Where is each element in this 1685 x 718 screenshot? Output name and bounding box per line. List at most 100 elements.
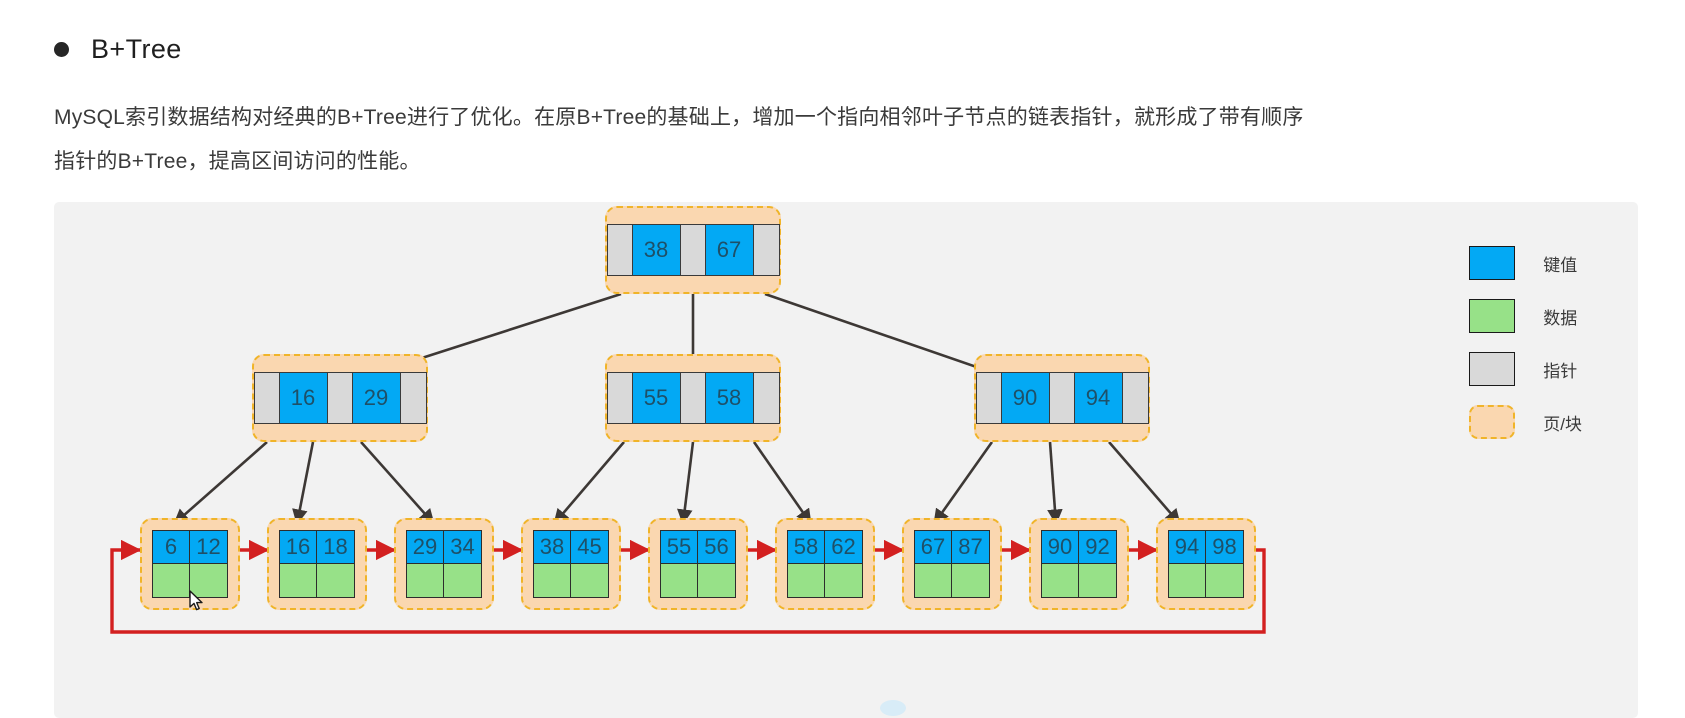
root-node-page: 38 67 xyxy=(605,206,781,294)
legend-item-data: 数据 xyxy=(1469,299,1582,333)
leaf-node-page-4: 38 45 xyxy=(521,518,621,610)
leaf-2-key-1: 18 xyxy=(317,531,354,564)
page-title: B+Tree xyxy=(91,34,182,64)
leaf-8-key-0: 90 xyxy=(1042,531,1079,564)
internal-1-pointer-0 xyxy=(254,373,280,423)
root-cell-key-67: 67 xyxy=(705,225,754,275)
leaf-8-grid: 90 92 xyxy=(1041,530,1117,598)
leaf-2-data-0 xyxy=(280,564,317,597)
leaf-2-key-0: 16 xyxy=(280,531,317,564)
internal-3-pointer-0 xyxy=(976,373,1002,423)
root-cell-pointer-2 xyxy=(753,225,779,275)
leaf-8-data-0 xyxy=(1042,564,1079,597)
background-artifact xyxy=(880,700,906,716)
internal-1-pointer-1 xyxy=(327,373,353,423)
leaf-6-grid: 58 62 xyxy=(787,530,863,598)
root-cell-pointer-0 xyxy=(607,225,633,275)
leaf-7-data-0 xyxy=(915,564,952,597)
legend-label-data: 数据 xyxy=(1543,308,1578,328)
leaf-3-grid: 29 34 xyxy=(406,530,482,598)
internal-2-pointer-0 xyxy=(607,373,633,423)
paragraph-line-1: MySQL索引数据结构对经典的B+Tree进行了优化。在原B+Tree的基础上，… xyxy=(54,106,1304,129)
legend-label-pointer: 指针 xyxy=(1543,361,1578,381)
description-paragraph: MySQL索引数据结构对经典的B+Tree进行了优化。在原B+Tree的基础上，… xyxy=(54,96,1614,184)
leaf-4-data-0 xyxy=(534,564,571,597)
leaf-5-data-0 xyxy=(661,564,698,597)
internal-1-key-16: 16 xyxy=(279,373,328,423)
internal-node-3-cells: 90 94 xyxy=(975,372,1149,424)
leaf-5-key-0: 55 xyxy=(661,531,698,564)
leaf-3-key-0: 29 xyxy=(407,531,444,564)
leaf-3-key-1: 34 xyxy=(444,531,481,564)
legend-swatch-pointer-icon xyxy=(1469,352,1516,386)
leaf-node-page-5: 55 56 xyxy=(648,518,748,610)
leaf-3-data-1 xyxy=(444,564,481,597)
legend-item-pointer: 指针 xyxy=(1469,352,1582,386)
leaf-4-grid: 38 45 xyxy=(533,530,609,598)
internal-node-1-cells: 16 29 xyxy=(253,372,427,424)
leaf-node-page-9: 94 98 xyxy=(1156,518,1256,610)
diagram-legend: 键值 数据 指针 页/块 xyxy=(1469,246,1582,458)
leaf-7-grid: 67 87 xyxy=(914,530,990,598)
internal-node-page-3: 90 94 xyxy=(974,354,1150,442)
leaf-1-key-1: 12 xyxy=(190,531,227,564)
leaf-8-key-1: 92 xyxy=(1079,531,1116,564)
leaf-node-page-1: 6 12 xyxy=(140,518,240,610)
leaf-5-grid: 55 56 xyxy=(660,530,736,598)
internal-3-key-94: 94 xyxy=(1074,373,1123,423)
leaf-node-page-7: 67 87 xyxy=(902,518,1002,610)
internal-2-key-55: 55 xyxy=(632,373,681,423)
internal-1-key-29: 29 xyxy=(352,373,401,423)
leaf-7-key-0: 67 xyxy=(915,531,952,564)
leaf-1-data-1 xyxy=(190,564,227,597)
legend-label-page: 页/块 xyxy=(1543,414,1582,434)
leaf-node-page-8: 90 92 xyxy=(1029,518,1129,610)
leaf-9-grid: 94 98 xyxy=(1168,530,1244,598)
internal-3-pointer-2 xyxy=(1122,373,1148,423)
section-heading: B+Tree xyxy=(54,34,182,65)
leaf-node-page-3: 29 34 xyxy=(394,518,494,610)
root-cell-key-38: 38 xyxy=(632,225,681,275)
leaf-node-page-2: 16 18 xyxy=(267,518,367,610)
leaf-5-key-1: 56 xyxy=(698,531,735,564)
leaf-3-data-0 xyxy=(407,564,444,597)
leaf-2-data-1 xyxy=(317,564,354,597)
leaf-9-key-1: 98 xyxy=(1206,531,1243,564)
internal-3-pointer-1 xyxy=(1049,373,1075,423)
leaf-1-grid: 6 12 xyxy=(152,530,228,598)
internal-1-pointer-2 xyxy=(400,373,426,423)
diagram-connectors xyxy=(110,292,1266,634)
leaf-4-data-1 xyxy=(571,564,608,597)
internal-2-pointer-2 xyxy=(753,373,779,423)
leaf-9-data-0 xyxy=(1169,564,1206,597)
bullet-dot-icon xyxy=(54,42,69,57)
internal-2-key-58: 58 xyxy=(705,373,754,423)
leaf-2-grid: 16 18 xyxy=(279,530,355,598)
leaf-1-data-0 xyxy=(153,564,190,597)
leaf-6-key-1: 62 xyxy=(825,531,862,564)
legend-label-key: 键值 xyxy=(1543,255,1578,275)
legend-swatch-page-icon xyxy=(1469,405,1516,439)
leaf-node-page-6: 58 62 xyxy=(775,518,875,610)
legend-swatch-key-icon xyxy=(1469,246,1516,280)
paragraph-line-2: 指针的B+Tree，提高区间访问的性能。 xyxy=(54,150,421,173)
internal-2-pointer-1 xyxy=(680,373,706,423)
legend-item-key: 键值 xyxy=(1469,246,1582,280)
leaf-7-data-1 xyxy=(952,564,989,597)
leaf-4-key-0: 38 xyxy=(534,531,571,564)
btree-diagram-panel: 38 67 16 29 55 xyxy=(54,202,1638,718)
internal-3-key-90: 90 xyxy=(1001,373,1050,423)
internal-node-page-1: 16 29 xyxy=(252,354,428,442)
internal-node-2-cells: 55 58 xyxy=(606,372,780,424)
leaf-7-key-1: 87 xyxy=(952,531,989,564)
leaf-6-data-1 xyxy=(825,564,862,597)
root-cell-pointer-1 xyxy=(680,225,706,275)
leaf-4-key-1: 45 xyxy=(571,531,608,564)
internal-node-page-2: 55 58 xyxy=(605,354,781,442)
leaf-9-key-0: 94 xyxy=(1169,531,1206,564)
root-node-cells: 38 67 xyxy=(606,224,780,276)
leaf-5-data-1 xyxy=(698,564,735,597)
diagram-canvas: 38 67 16 29 55 xyxy=(54,202,1638,718)
legend-swatch-data-icon xyxy=(1469,299,1516,333)
